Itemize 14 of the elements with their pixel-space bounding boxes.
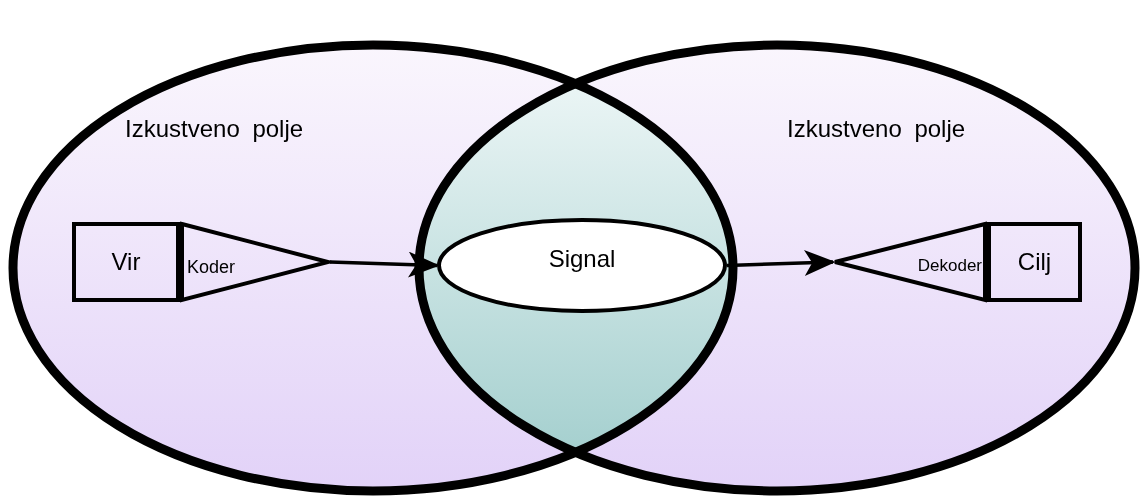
field-heading: Izkustveno polje xyxy=(125,115,304,143)
decoder-triangle xyxy=(833,222,987,302)
box-label: Cilj xyxy=(1016,248,1053,276)
arrow xyxy=(329,251,440,278)
rectangle-box xyxy=(72,222,180,302)
field-heading: Izkustveno polje xyxy=(787,115,966,143)
rectangle-box xyxy=(987,222,1082,302)
encoder-triangle xyxy=(180,222,330,302)
box-label: Vir xyxy=(110,248,142,276)
triangle-label: Koder xyxy=(187,257,236,278)
arrow xyxy=(726,249,836,276)
signal-label: Signal xyxy=(547,245,617,273)
triangle-label: Dekoder xyxy=(917,256,982,276)
signal-ellipse xyxy=(437,218,727,313)
